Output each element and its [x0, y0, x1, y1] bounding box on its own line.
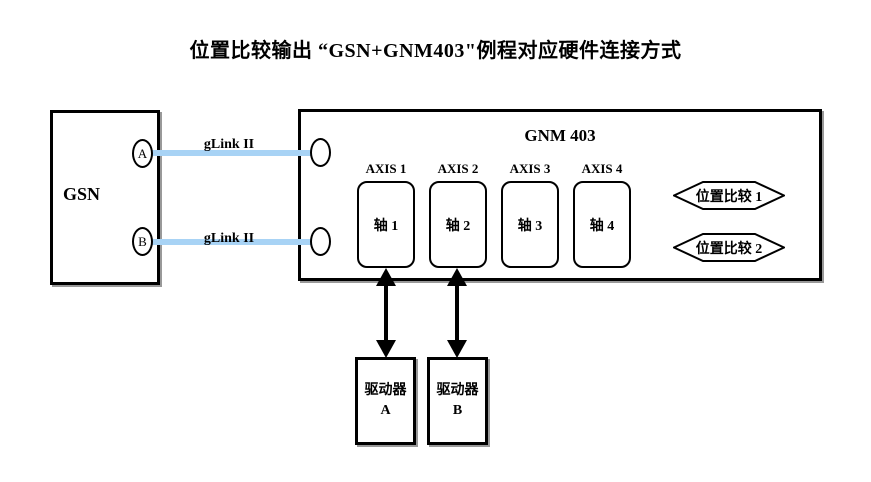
driver-box-b: 驱动器 B: [427, 357, 488, 445]
driver-name: 驱动器: [364, 383, 407, 398]
axis1-driverA-arrow-icon: [374, 268, 398, 358]
driver-id: B: [452, 403, 463, 418]
driver-box-a: 驱动器 A: [355, 357, 416, 445]
gsn-port-a: A: [132, 139, 153, 168]
compare-output-hexagon-1: 位置比较 1: [673, 181, 785, 210]
glink-cable-2: [148, 239, 316, 245]
gnm-port-2: [310, 227, 331, 256]
axis2-driverB-arrow-icon: [445, 268, 469, 358]
hexagon-shape-icon: [673, 233, 785, 262]
glink-cable-1: [148, 150, 316, 156]
axis-box-4: 轴 4: [573, 181, 631, 268]
compare-output-hexagon-2: 位置比较 2: [673, 233, 785, 262]
driver-name: 驱动器: [436, 383, 479, 398]
compare-output-label-1: 位置比较 1: [695, 189, 763, 205]
axis-label-2: AXIS 2: [437, 161, 479, 176]
axis-box-2: 轴 2: [429, 181, 487, 268]
diagram-title: 位置比较输出 “GSN+GNM403"例程对应硬件连接方式: [189, 40, 682, 62]
axis-box-1: 轴 1: [357, 181, 415, 268]
gnm-port-1: [310, 138, 331, 167]
axis-box-3: 轴 3: [501, 181, 559, 268]
driver-id: A: [380, 403, 391, 418]
axis-label-1: AXIS 1: [365, 161, 407, 176]
glink-label-2: gLink II: [203, 231, 255, 246]
gsn-label: GSN: [63, 184, 101, 204]
axis-label-4: AXIS 4: [581, 161, 623, 176]
glink-label-1: gLink II: [203, 137, 255, 152]
hexagon-shape-icon: [673, 181, 785, 210]
compare-output-label-2: 位置比较 2: [695, 241, 763, 257]
axis-label-3: AXIS 3: [509, 161, 551, 176]
gnm403-title: GNM 403: [524, 126, 596, 145]
gsn-port-b: B: [132, 227, 153, 256]
